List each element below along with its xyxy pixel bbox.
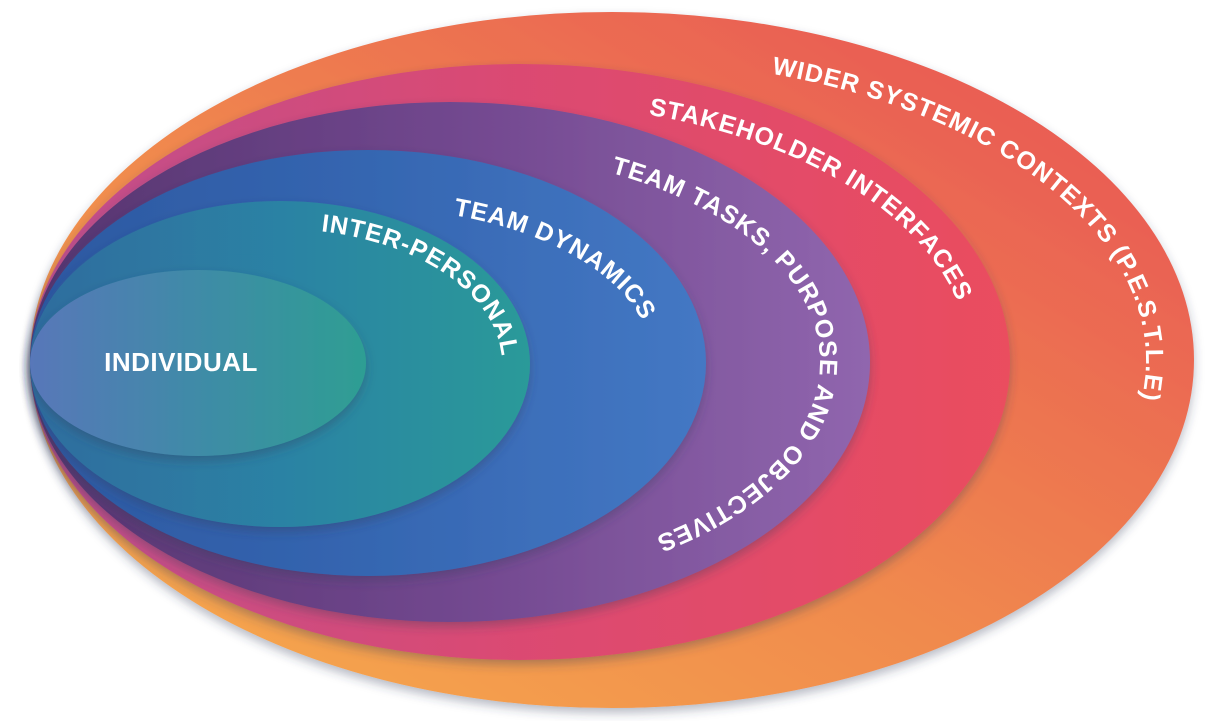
label-individual: INDIVIDUAL [104, 347, 258, 377]
ellipse-individual [30, 270, 366, 456]
levels [30, 12, 1194, 708]
